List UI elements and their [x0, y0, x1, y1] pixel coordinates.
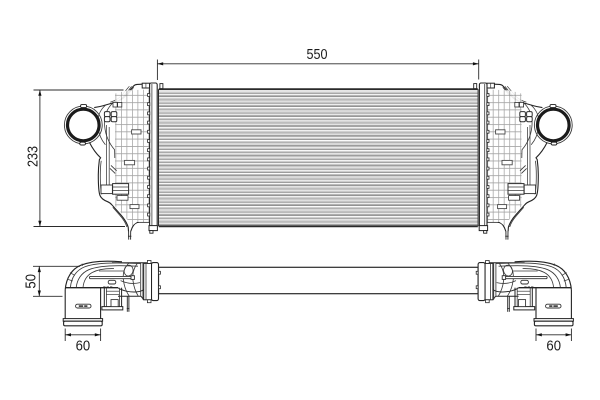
mounting-rod — [89, 275, 135, 280]
support-bracket — [101, 287, 124, 311]
dim-outlet-left-60: 60 — [64, 328, 102, 355]
bottom-pin — [126, 296, 130, 312]
dim-width-label: 550 — [307, 47, 328, 63]
dim-height-233: 233 — [26, 89, 125, 227]
bottom-view — [62, 259, 575, 327]
core — [158, 88, 478, 228]
dimensions: 550 233 50 60 — [24, 47, 572, 355]
dim-height-label: 233 — [26, 146, 42, 167]
dim-depth-50: 50 — [24, 265, 80, 297]
dim-outlet-left-label: 60 — [76, 339, 91, 355]
dim-depth-label: 50 — [24, 274, 40, 289]
front-view — [63, 81, 574, 242]
outlet-pipe — [62, 287, 104, 327]
core-bottom-bar — [157, 266, 479, 295]
header-plate-bottom — [143, 260, 161, 304]
dim-width-550: 550 — [156, 47, 480, 80]
outlet-left — [62, 260, 161, 327]
lower-bracket — [100, 165, 130, 201]
dim-outlet-right-60: 60 — [535, 328, 572, 355]
tank-left — [63, 82, 164, 240]
dim-outlet-right-label: 60 — [546, 339, 561, 355]
drain-pin — [128, 230, 132, 240]
boss-88 — [103, 111, 118, 123]
elbow — [64, 260, 142, 290]
port-ring — [65, 104, 101, 146]
header-plate — [147, 82, 158, 234]
